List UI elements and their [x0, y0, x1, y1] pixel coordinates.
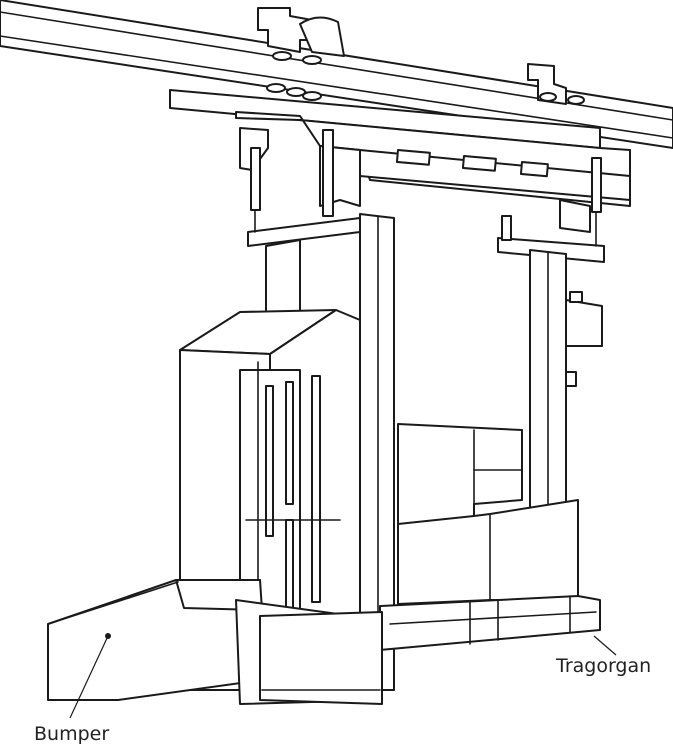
load-boxes	[397, 423, 579, 605]
trolley-hanger-right	[527, 63, 585, 137]
tragorgan-label: Tragorgan	[555, 655, 651, 677]
callout-leaders	[69, 633, 617, 719]
bumper-leader-line	[69, 635, 109, 719]
upper-carriage-beam	[169, 89, 631, 207]
lift-guide-arms	[239, 127, 605, 263]
base-chassis	[259, 611, 383, 705]
control-box	[565, 291, 603, 387]
pallet-load-carrier	[379, 595, 601, 651]
tragorgan-leader-line	[593, 635, 617, 656]
bumper-label: Bumper	[34, 723, 109, 745]
trolley-hanger-left	[257, 7, 345, 101]
